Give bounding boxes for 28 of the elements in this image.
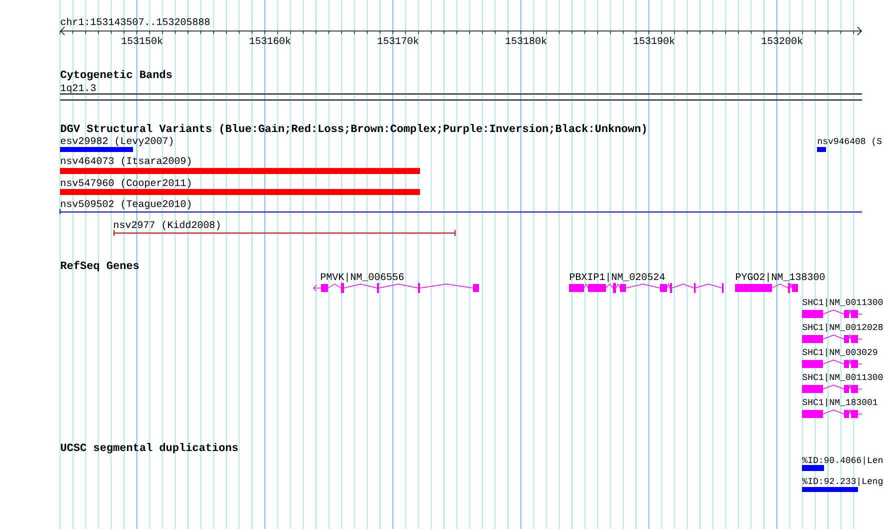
- feature-label: %ID:90.4066|Len: [802, 456, 882, 465]
- gene-label: SHC1|NM_003029: [802, 348, 878, 357]
- tick-label: 153150k: [122, 36, 162, 44]
- tick-label: 153180k: [506, 36, 546, 44]
- track-title: Cytogenetic Bands: [60, 70, 172, 80]
- feature-label: nsv464073 (Itsara2009): [61, 156, 191, 166]
- tick-label: 153170k: [378, 36, 418, 44]
- feature-label: nsv547960 (Cooper2011): [61, 178, 191, 188]
- feature-label: nsv946408 (S: [818, 137, 882, 146]
- feature-label: nsv509502 (Teague2010): [61, 200, 191, 210]
- gene-label: SHC1|NM_0012028: [802, 323, 883, 332]
- gene-label: SHC1|NM_0011300: [802, 373, 883, 382]
- band-label: 1q21.3: [60, 84, 96, 94]
- track-title: UCSC segmental duplications: [60, 443, 238, 454]
- tick-label: 153160k: [250, 36, 290, 44]
- gene-label: PBXIP1|NM_020524: [570, 272, 665, 282]
- coordinate-label: chr1:153143507..153205888: [60, 18, 210, 26]
- track-title: RefSeq Genes: [60, 260, 139, 272]
- gene-label: PYGO2|NM_138300: [736, 272, 825, 282]
- gene-label: SHC1|NM_0011300: [802, 298, 883, 307]
- tick-label: 153200k: [762, 36, 802, 44]
- gene-label: SHC1|NM_183001: [802, 398, 878, 407]
- gene-label: PMVK|NM_006556: [321, 272, 404, 282]
- tick-label: 153190k: [634, 36, 674, 44]
- feature-label: esv29982 (Levy2007): [60, 136, 173, 146]
- feature-label: nsv2977 (Kidd2008): [114, 220, 220, 230]
- track-title: DGV Structural Variants (Blue:Gain;Red:Loss;Brown:Complex;Purple:Inversion;Black:Unknown): [60, 124, 646, 134]
- feature-label: %ID:92.233|Leng: [802, 477, 882, 486]
